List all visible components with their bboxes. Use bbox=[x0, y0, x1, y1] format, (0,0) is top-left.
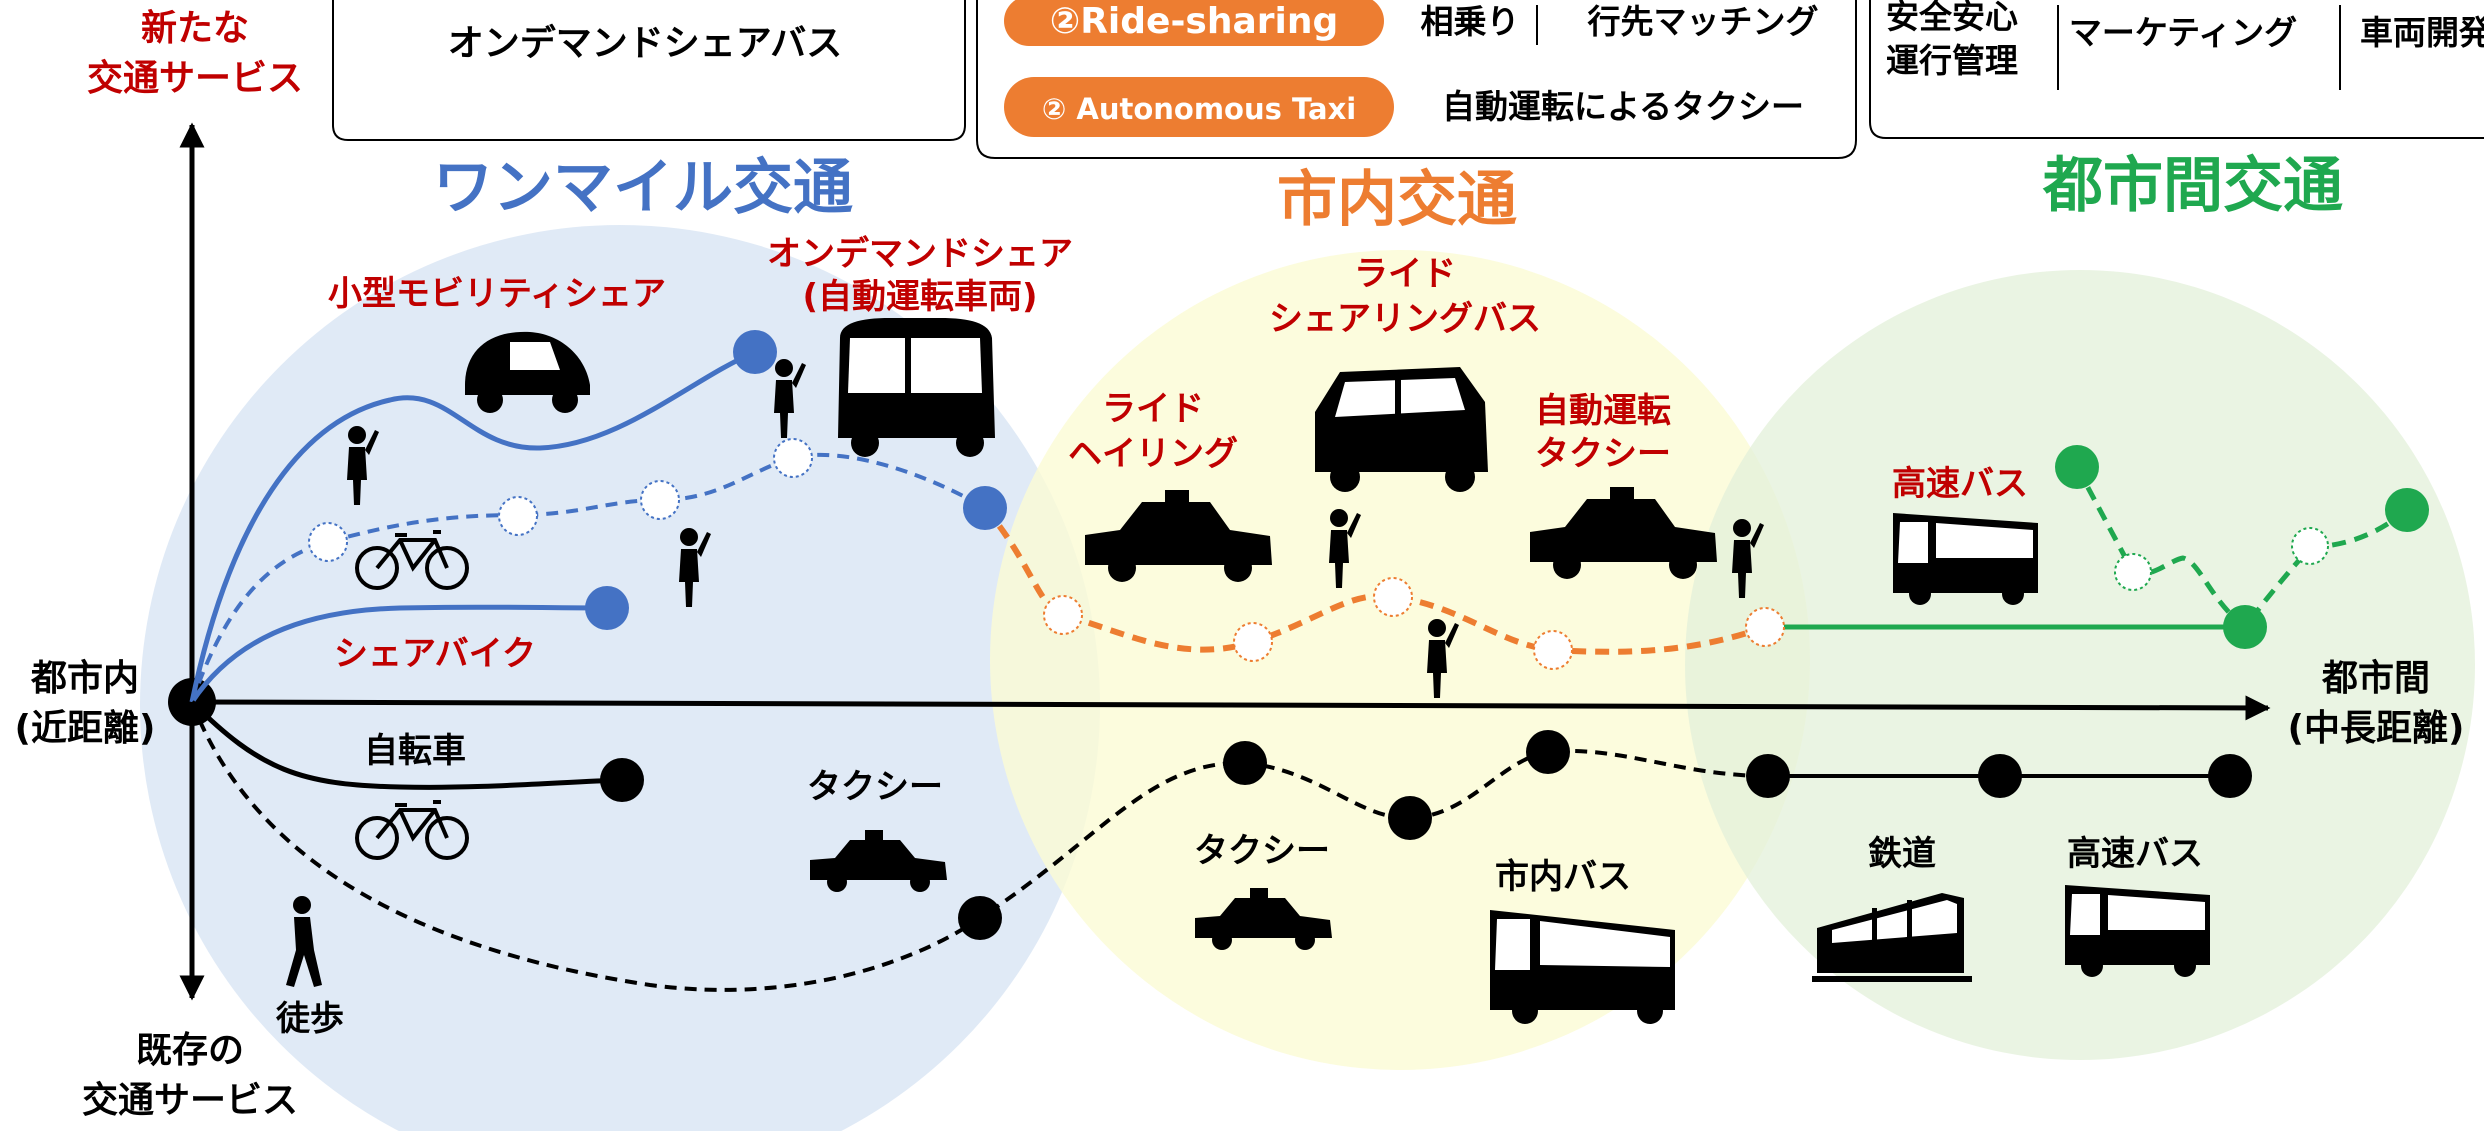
ops-cell-1: 安全安心運行管理 bbox=[1886, 0, 2018, 80]
node-black bbox=[2208, 754, 2252, 798]
node-green bbox=[2385, 488, 2429, 532]
label-bicycle: 自転車 bbox=[364, 731, 466, 771]
existing-service-labels: 自転車 徒歩 タクシー タクシー 市内バス 鉄道 高速バス bbox=[275, 731, 2203, 1039]
node-hollow-blue bbox=[498, 496, 538, 536]
node-blue bbox=[963, 486, 1007, 530]
person-waving-icon bbox=[774, 359, 806, 438]
city-bus-icon bbox=[1490, 910, 1675, 1024]
pill-ride-sharing bbox=[1004, 0, 1384, 46]
zone-city bbox=[990, 250, 1810, 1070]
label-city-bus: 市内バス bbox=[1495, 857, 1631, 897]
highway-bus-icon bbox=[2065, 885, 2210, 977]
node-blue bbox=[585, 586, 629, 630]
label-autonomous-taxi: 自動運転タクシー bbox=[1535, 391, 1671, 474]
ride-sharing-text-a: 相乗り bbox=[1421, 2, 1520, 41]
axis-horizontal bbox=[191, 695, 2271, 721]
zone-title-intercity: 都市間交通 bbox=[2042, 151, 2343, 221]
taxi-icon bbox=[1085, 490, 1272, 582]
pill-autonomous-taxi-label: ② Autonomous Taxi bbox=[1042, 92, 1357, 126]
autonomous-shuttle-icon bbox=[838, 318, 995, 457]
walking-person-icon bbox=[286, 896, 322, 987]
axis-bottom-label: 既存の交通サービス bbox=[82, 1030, 298, 1121]
node-black bbox=[1978, 754, 2022, 798]
node-hollow-orange bbox=[1233, 622, 1273, 662]
ride-sharing-text-b: 行先マッチング bbox=[1587, 2, 1819, 41]
node-black bbox=[600, 758, 644, 802]
pill-autonomous-taxi bbox=[1004, 77, 1394, 137]
taxi-icon bbox=[810, 830, 947, 892]
node-hollow-orange bbox=[1745, 607, 1785, 647]
highway-bus-icon bbox=[1893, 513, 2038, 605]
axis-top-label: 新たな交通サービス bbox=[87, 8, 303, 99]
node-black bbox=[1526, 730, 1570, 774]
label-taxi-short: タクシー bbox=[807, 767, 943, 807]
node-green bbox=[2223, 605, 2267, 649]
axis-left-label: 都市内(近距離) bbox=[15, 658, 156, 749]
label-ondemand-share: オンデマンドシェア(自動運転車両) bbox=[767, 234, 1073, 317]
axis-right-label: 都市間(中長距離) bbox=[2288, 658, 2465, 749]
label-highway-bus-new: 高速バス bbox=[1892, 464, 2028, 504]
route-share-bike bbox=[189, 604, 608, 704]
small-ev-icon bbox=[465, 331, 590, 413]
node-hollow-green bbox=[2291, 527, 2329, 565]
node-black bbox=[958, 896, 1002, 940]
person-waving-icon bbox=[347, 426, 379, 505]
person-waving-icon bbox=[679, 528, 711, 607]
label-small-mobility: 小型モビリティシェア bbox=[328, 274, 666, 314]
route-nodes bbox=[308, 330, 2429, 940]
icons bbox=[286, 318, 2210, 1024]
zone-title-city: 市内交通 bbox=[1277, 165, 1517, 235]
label-walking: 徒歩 bbox=[275, 999, 344, 1039]
route-bicycle bbox=[190, 700, 623, 790]
minibus-icon bbox=[1315, 367, 1488, 492]
node-black bbox=[1388, 796, 1432, 840]
train-icon bbox=[1812, 893, 1972, 982]
label-share-bike: シェアバイク bbox=[334, 634, 536, 674]
person-waving-icon bbox=[1427, 619, 1459, 698]
label-railway: 鉄道 bbox=[1868, 834, 1936, 874]
node-blue bbox=[733, 330, 777, 374]
bicycle-icon bbox=[355, 800, 469, 860]
new-service-labels: 小型モビリティシェア オンデマンドシェア(自動運転車両) シェアバイク ライドヘ… bbox=[328, 234, 2028, 674]
autonomous-taxi-text: 自動運転によるタクシー bbox=[1442, 87, 1804, 126]
header-box-ondemand bbox=[332, 0, 966, 141]
person-waving-icon bbox=[1732, 519, 1764, 598]
node-hollow-blue bbox=[773, 438, 813, 478]
node-black bbox=[1746, 754, 1790, 798]
header-box-ondemand-text: オンデマンドシェアバス bbox=[448, 22, 843, 64]
taxi-icon bbox=[1195, 888, 1332, 950]
label-ride-hailing: ライドヘイリング bbox=[1068, 389, 1238, 474]
node-hollow-orange bbox=[1373, 577, 1413, 617]
route-city-orange bbox=[982, 506, 1767, 655]
label-ride-sharing-bus: ライドシェアリングバス bbox=[1269, 254, 1541, 339]
ops-cell-2: マーケティング bbox=[2069, 13, 2297, 52]
node-hollow-orange bbox=[1533, 630, 1573, 670]
node-hollow-green bbox=[2114, 553, 2152, 591]
node-hollow-blue bbox=[308, 522, 348, 562]
zone-title-one-mile: ワンマイル交通 bbox=[433, 153, 853, 223]
ops-cell-3: 車両開発 bbox=[2360, 13, 2484, 52]
route-small-mobility bbox=[189, 349, 756, 703]
pill-ride-sharing-label: ②Ride-sharing bbox=[1050, 1, 1339, 42]
header-boxes: オンデマンドシェアバス ②Ride-sharing 相乗り 行先マッチング ② … bbox=[332, 0, 2484, 159]
zone-intercity bbox=[1685, 270, 2475, 1060]
label-highway-bus-existing: 高速バス bbox=[2067, 834, 2203, 874]
autonomous-taxi-icon bbox=[1530, 487, 1717, 579]
node-green bbox=[2055, 445, 2099, 489]
node-hollow-orange bbox=[1043, 595, 1083, 635]
label-taxi-city: タクシー bbox=[1194, 831, 1330, 871]
route-ondemand-share bbox=[190, 452, 987, 703]
header-box-operations bbox=[1869, 0, 2484, 139]
node-black bbox=[1223, 741, 1267, 785]
node-hollow-blue bbox=[640, 480, 680, 520]
bicycle-icon bbox=[355, 530, 469, 590]
person-waving-icon bbox=[1329, 509, 1361, 588]
